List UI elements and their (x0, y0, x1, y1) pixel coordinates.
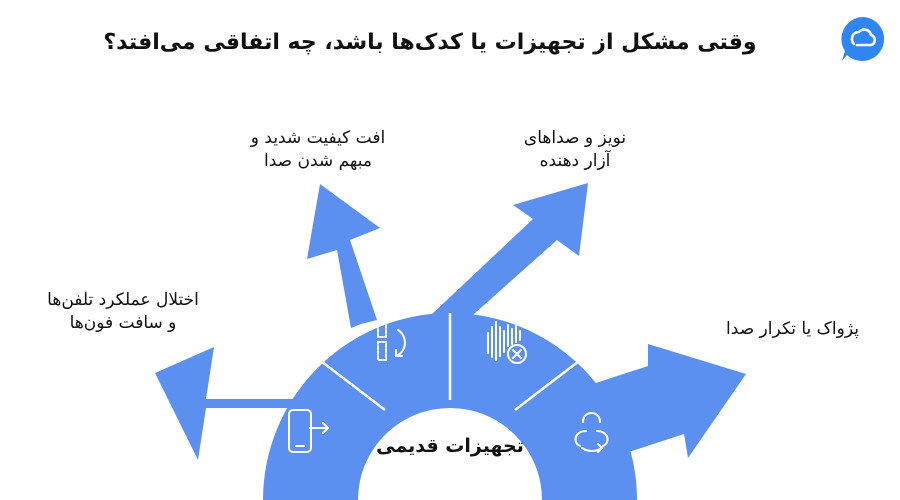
label-noise-line-1: نویز و صداهای (523, 128, 627, 148)
arrow-quality (307, 184, 380, 328)
label-noise-line-2: آزار دهنده (539, 151, 611, 171)
scan-rotate-icon (377, 322, 406, 361)
label-smartphones: اختلال عملکرد تلفن‌ها و سافت فون‌ها (28, 289, 218, 335)
label-smartphones-line-2: و سافت فون‌ها (69, 313, 177, 333)
chat-logo-icon (841, 17, 885, 61)
label-quality-line-1: افت کیفیت شدید و (250, 128, 386, 148)
label-quality: افت کیفیت شدید و مبهم شدن صدا (228, 127, 408, 173)
label-smartphones-line-1: اختلال عملکرد تلفن‌ها (47, 290, 199, 310)
center-label: تجهیزات قدیمی (376, 435, 524, 457)
page-title: وقتی مشکل از تجهیزات یا کدک‌ها باشد، چه … (103, 30, 757, 55)
sound-wave-x-icon (487, 321, 527, 364)
half-ring (263, 313, 637, 500)
phone-exit-icon (288, 409, 329, 453)
label-echo: پژواک یا تکرار صدا (700, 318, 885, 341)
arrow-noise (431, 183, 588, 330)
arrow-smartphones (155, 347, 294, 460)
label-quality-line-2: مبهم شدن صدا (264, 151, 372, 171)
label-echo-line-1: پژواک یا تکرار صدا (726, 319, 859, 339)
echo-loop-icon (574, 412, 609, 453)
label-noise: نویز و صداهای آزار دهنده (495, 127, 655, 173)
